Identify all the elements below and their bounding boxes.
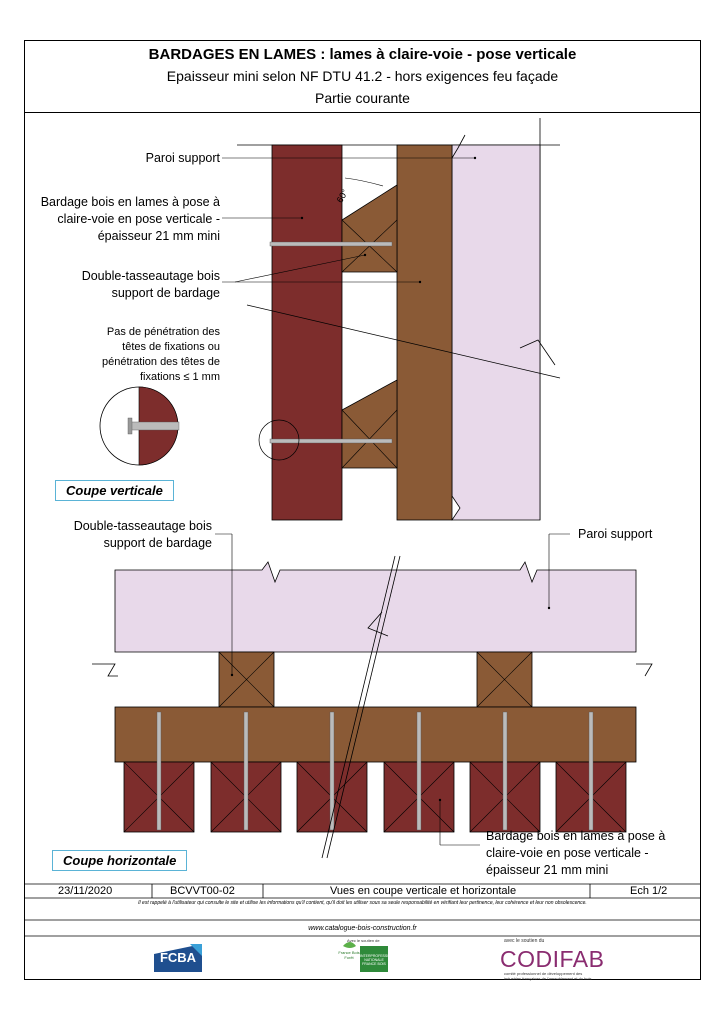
triangle-batten-1 — [341, 184, 398, 273]
france-bois-foret-tag: France Bois Forêt — [338, 950, 360, 960]
label-double-tasseau-top: Double-tasseautage bois support de barda… — [81, 269, 220, 300]
screw-vertical-2 — [269, 438, 393, 444]
cladding-boards-horizontal — [123, 761, 627, 833]
cladding-board-vertical — [271, 144, 343, 521]
page-subtitle: Epaisseur mini selon NF DTU 41.2 - hors … — [166, 68, 559, 84]
label-bardage-bottom: Bardage bois en lames à pose à claire-vo… — [486, 829, 666, 877]
screws-horizontal — [156, 711, 594, 831]
interprofession-logo-text: INTERPROFESSION NATIONALE FRANCE BOIS — [360, 954, 394, 966]
header-divider — [24, 112, 701, 113]
batten-vertical — [396, 144, 453, 521]
label-double-tasseau-bottom: Double-tasseautage bois support de barda… — [73, 519, 212, 550]
footer-description: Vues en coupe verticale et horizontale — [330, 885, 517, 897]
codifab-logo: avec le soutien du CODIFAB comité profes… — [500, 938, 605, 981]
footer-date: 23/11/2020 — [58, 885, 113, 897]
fcba-logo: FCBA — [159, 950, 197, 965]
label-bardage-top: Bardage bois en lames à pose à claire-vo… — [40, 195, 220, 243]
wall-vertical — [451, 144, 541, 521]
support-text: Avec le soutien de — [347, 938, 380, 943]
footer-website-link[interactable]: www.catalogue-bois-construction.fr — [308, 925, 417, 932]
drawing-frame — [24, 40, 701, 980]
batten-horizontal — [114, 706, 637, 763]
fcba-logo-shape — [154, 944, 202, 972]
coupe-verticale-label: Coupe verticale — [55, 480, 174, 501]
page-title: BARDAGES EN LAMES : lames à claire-voie … — [148, 46, 577, 63]
triangle-batten-2 — [341, 379, 398, 469]
screw-vertical-1 — [269, 241, 393, 247]
footer-ref: BCVVT00-02 — [170, 885, 235, 897]
section-label: Partie courante — [315, 90, 410, 106]
wall-horizontal — [114, 561, 637, 653]
label-paroi-support-top: Paroi support — [145, 151, 220, 165]
coupe-horizontale-label: Coupe horizontale — [52, 850, 188, 871]
label-paroi-support-bottom: Paroi support — [578, 527, 653, 541]
interprofession-logo-shape — [360, 946, 388, 972]
label-penetration: Pas de pénétration des têtes de fixation… — [101, 326, 220, 383]
footer-scale: Ech 1/2 — [630, 885, 668, 897]
detail-marker-circle — [258, 419, 300, 461]
footer-disclaimer: Il est rappelé à l'utilisateur qui consu… — [138, 900, 587, 906]
